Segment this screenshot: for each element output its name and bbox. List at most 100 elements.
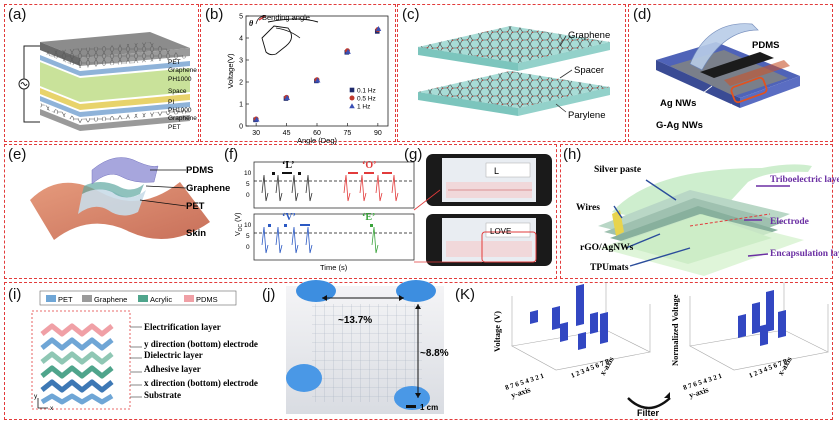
adhesive-layer-label: Adhesive layer (144, 364, 201, 374)
parylene-label: Parylene (568, 110, 606, 121)
ag-nws-label: Ag NWs (660, 98, 696, 109)
panel-label-h: (h) (563, 146, 582, 163)
axis-x: x (50, 405, 54, 412)
legend-label: 1 Hz (357, 104, 370, 111)
legend-marker (349, 103, 355, 109)
x-axis-label: Angle (Deg) (297, 136, 338, 145)
y-tick: 10 (244, 170, 252, 177)
layer-label: PH1000 (168, 107, 192, 114)
leader-line (145, 185, 187, 189)
ag-nw-device (656, 23, 800, 108)
layer-label: PET (168, 124, 181, 131)
strain-y-label: ~8.8% (420, 348, 449, 359)
legend-label: 0.5 Hz (357, 96, 376, 103)
g-ag-nws-label: G-Ag NWs (656, 120, 703, 131)
panel-c (397, 4, 626, 142)
data-point (314, 77, 321, 83)
filter-arrow (627, 397, 671, 410)
leader-line (555, 103, 567, 113)
scale-bar-label: 1 cm (420, 403, 438, 412)
x-axis-label: x-axis (598, 355, 616, 377)
graphene-spacer-stack (418, 26, 610, 116)
axis-y: y (34, 393, 38, 400)
panel-label-d: (d) (633, 6, 652, 23)
z-axis-voltage: Voltage (V) (492, 311, 502, 352)
arrow (625, 233, 661, 249)
bar3d-raw (511, 282, 651, 371)
leader-line (559, 35, 567, 47)
y-tick-label: 2 (239, 80, 243, 87)
y-electrode-label: y direction (bottom) electrode (144, 339, 258, 349)
panel-label-i: (i) (8, 286, 22, 303)
skin-sensor-illustration (30, 157, 210, 240)
graphene-label: Graphene (568, 30, 610, 41)
circuit-a (18, 45, 40, 123)
encapsulation-layer-label: Encapsulation layer (770, 249, 839, 259)
y-tick-label: 1 (239, 102, 243, 109)
theta-symbol: θ (249, 19, 254, 28)
y-tick: 5 (246, 181, 250, 188)
legend-marker (349, 95, 355, 101)
x-axis-label: x-axis (776, 355, 794, 377)
time-axis-label: Time (s) (320, 263, 348, 272)
rgo-agnws-label: rGO/AgNWs (580, 243, 634, 253)
silver-paste-label: Silver paste (594, 165, 641, 175)
pdms-label: PDMS (752, 40, 779, 51)
strain-x-label: ~13.7% (338, 315, 372, 326)
legend-acrylic: Acrylic (150, 295, 172, 304)
letter-v: ‘V’ (282, 212, 296, 223)
leader-line (130, 326, 142, 398)
legend-pet: PET (58, 295, 73, 304)
x-tick-label: 60 (313, 130, 321, 137)
arrow (645, 179, 677, 201)
arrow (747, 253, 769, 257)
layered-textile-device (598, 164, 812, 276)
bar3d-filtered (689, 282, 829, 371)
device-stack-a (40, 32, 190, 131)
stretch-photo (286, 280, 444, 414)
panel-h (560, 144, 833, 279)
legend-i (39, 290, 237, 306)
x-tick-label: 90 (374, 130, 382, 137)
x-electrode-label: x direction (bottom) electrode (144, 378, 258, 388)
y-tick-label: 4 (239, 36, 243, 43)
panel-a (4, 4, 199, 142)
panel-label-a: (a) (8, 6, 27, 23)
panel-d (628, 4, 833, 142)
layer-label: Space (168, 88, 187, 95)
electrification-layer-label: Electrification layer (144, 322, 221, 332)
filter-label: Filter (637, 408, 660, 418)
phone-display-2 (426, 214, 552, 266)
voc-axis-label: VOC (V) (235, 213, 244, 236)
dielectric-layer-label: Dielectric layer (144, 350, 203, 360)
layer-label: PI (168, 99, 174, 106)
screen-text-l: L (494, 166, 499, 176)
panel-label-e: (e) (8, 146, 27, 163)
layer-label: PH1000 (168, 76, 192, 83)
screen-text-love: LOVE (490, 227, 511, 236)
x-tick-label: 30 (252, 130, 260, 137)
spacer-label: Spacer (574, 65, 604, 76)
data-point (345, 48, 351, 54)
arrow (629, 247, 691, 267)
data-point (253, 116, 260, 122)
tpumats-label: TPUmats (590, 263, 629, 273)
legend-marker (349, 87, 355, 93)
legend-pdms: PDMS (196, 295, 218, 304)
stack-outline (31, 310, 131, 410)
z-axis-normalized: Normalized Voltage (670, 294, 680, 366)
letter-o: ‘O’ (362, 160, 376, 171)
panel-b (200, 4, 396, 142)
x-tick-label: 75 (344, 130, 352, 137)
letter-l: ‘L’ (282, 160, 294, 171)
y-tick-label: 5 (239, 14, 243, 21)
phone-display-1 (426, 154, 552, 206)
layer-label: PET (168, 59, 181, 66)
substrate-label: Substrate (144, 390, 181, 400)
y-tick: 10 (244, 222, 252, 229)
graphene-label: Graphene (186, 183, 230, 194)
electrode-label: Electrode (770, 217, 809, 227)
letter-e: ‘E’ (362, 212, 375, 223)
